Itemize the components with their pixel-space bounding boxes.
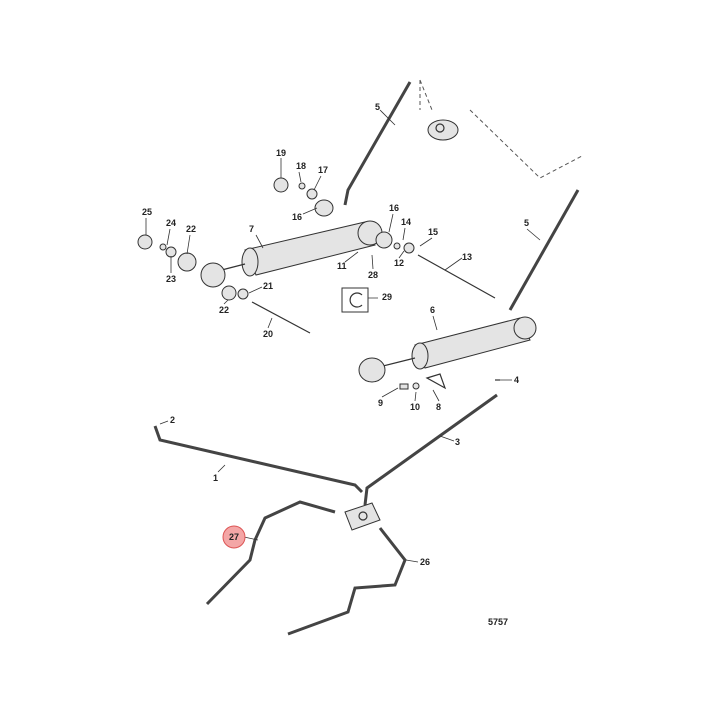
callout-17[interactable]: 17 (318, 165, 328, 175)
callout-18[interactable]: 18 (296, 161, 306, 171)
callout-4[interactable]: 4 (514, 375, 519, 385)
callout-22[interactable]: 22 (186, 224, 196, 234)
small-parts (137, 177, 500, 390)
callout-1[interactable]: 1 (213, 473, 218, 483)
callout-16[interactable]: 16 (292, 212, 302, 222)
callout-8[interactable]: 8 (436, 402, 441, 412)
callout-29[interactable]: 29 (382, 292, 392, 302)
hydraulic-line-5a (343, 81, 412, 206)
callout-13[interactable]: 13 (462, 252, 472, 262)
callout-14[interactable]: 14 (401, 217, 411, 227)
cylinder-7 (200, 220, 383, 288)
figure-number: 5757 (488, 617, 508, 627)
callout-27[interactable]: 27 (229, 532, 239, 542)
dashed-outline (419, 79, 583, 179)
hydraulic-line-3 (363, 393, 498, 506)
callout-10[interactable]: 10 (410, 402, 420, 412)
callout-5[interactable]: 5 (375, 102, 380, 112)
callout-2[interactable]: 2 (170, 415, 175, 425)
hydraulic-line-1 (153, 425, 364, 494)
callout-26[interactable]: 26 (420, 557, 430, 567)
callout-22b[interactable]: 22 (219, 305, 229, 315)
leader-lines (145, 109, 541, 563)
callout-28[interactable]: 28 (368, 270, 378, 280)
callout-12[interactable]: 12 (394, 258, 404, 268)
hydraulic-line-27 (205, 500, 336, 606)
callout-24[interactable]: 24 (166, 218, 176, 228)
hydraulic-line-26 (287, 527, 407, 636)
callout-21[interactable]: 21 (263, 281, 273, 291)
callout-23[interactable]: 23 (166, 274, 176, 284)
callout-6[interactable]: 6 (430, 305, 435, 315)
callout-7[interactable]: 7 (249, 224, 254, 234)
callout-16b[interactable]: 16 (389, 203, 399, 213)
callout-19[interactable]: 19 (276, 148, 286, 158)
callouts[interactable]: 5 19 18 17 16 25 24 22 23 7 16 14 15 12 … (142, 102, 529, 567)
callout-20[interactable]: 20 (263, 329, 273, 339)
callout-25[interactable]: 25 (142, 207, 152, 217)
helm-pump-top (427, 119, 459, 141)
cylinder-6 (358, 316, 537, 383)
callout-5b[interactable]: 5 (524, 218, 529, 228)
callout-3[interactable]: 3 (455, 437, 460, 447)
helm-pump-bottom (344, 502, 381, 531)
callout-9[interactable]: 9 (378, 398, 383, 408)
callout-15[interactable]: 15 (428, 227, 438, 237)
hydraulic-line-5b (508, 189, 580, 311)
highlight-circle-27 (222, 525, 246, 549)
callout-11[interactable]: 11 (337, 261, 347, 271)
